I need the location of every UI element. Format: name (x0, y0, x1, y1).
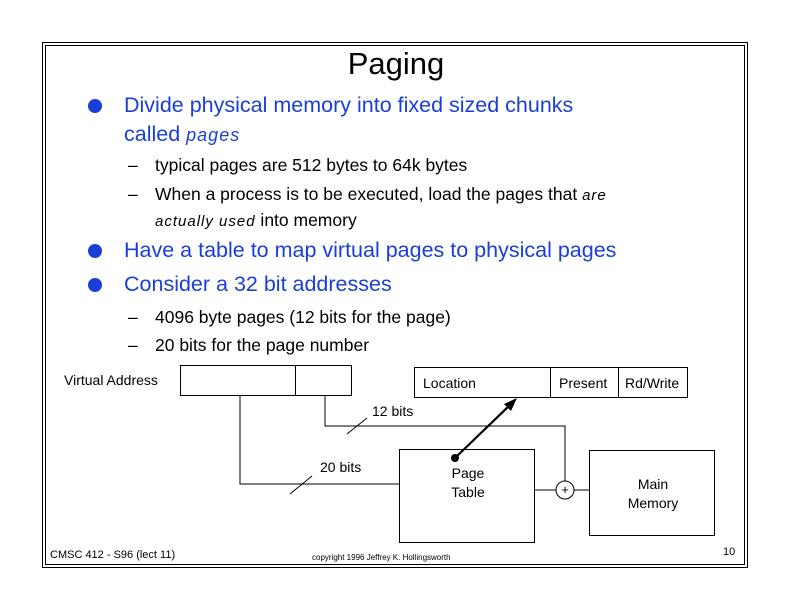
sub-item-text: 20 bits for the page number (155, 335, 370, 355)
sub-item-20-bits: – 20 bits for the page number (128, 333, 728, 357)
dash-marker: – (128, 184, 138, 204)
bullet-dot-icon (88, 278, 102, 292)
bullet-line-2: called (124, 122, 187, 146)
offset-wire (324, 396, 566, 481)
page-table-line-2: Table (451, 484, 485, 500)
bits-20-label: 20 bits (320, 459, 362, 475)
slide-title: Paging (347, 46, 445, 81)
sub-item-text-b: into memory (255, 210, 357, 230)
pte-rdwrite-field: Rd/Write (618, 368, 689, 397)
dash-marker: – (128, 155, 138, 175)
pte-location-field: Location (423, 374, 476, 391)
bullet-page-table: Have a table to map virtual pages to phy… (88, 236, 738, 266)
bullet-text: Divide physical memory into fixed sized … (124, 91, 724, 150)
pte-dot (451, 454, 459, 462)
bullet-text: Consider a 32 bit addresses (124, 272, 392, 296)
slash-12-bits (346, 417, 368, 435)
virtual-address-label: Virtual Address (64, 372, 158, 388)
main-memory-line-1: Main (637, 476, 669, 492)
main-memory-box: Main Memory (589, 450, 715, 536)
dash-marker: – (128, 335, 138, 355)
sub-item-text: When a process is to be executed, load t… (155, 182, 715, 234)
page-table-entry-box: Location Present Rd/Write (414, 367, 688, 398)
slide-outer-frame (42, 42, 748, 568)
sub-item-text: 4096 byte pages (12 bits for the page) (155, 307, 451, 327)
footer-copyright: copyright 1996 Jeffrey K. Hollingsworth (312, 553, 451, 562)
virtual-address-offset-field (295, 366, 352, 395)
virtual-address-box (180, 365, 352, 396)
pte-arrowhead (504, 398, 517, 411)
bullet-text: Have a table to map virtual pages to phy… (124, 238, 617, 262)
bullet-dot-icon (88, 244, 102, 258)
sub-item-emphasis-actually-used: actually used (155, 213, 256, 230)
sub-item-page-sizes: – typical pages are 512 bytes to 64k byt… (128, 153, 728, 177)
page-table-line-1: Page (451, 465, 485, 481)
bits-12-label: 12 bits (372, 403, 414, 419)
sub-item-4096-pages: – 4096 byte pages (12 bits for the page) (128, 305, 728, 329)
page-table-label: Page Table (400, 464, 536, 502)
footer-course: CMSC 412 - S96 (lect 11) (50, 549, 176, 561)
bullet-divide-memory: Divide physical memory into fixed sized … (88, 91, 738, 151)
sub-item-load-pages: – When a process is to be executed, load… (128, 182, 728, 230)
slide-inner-frame (45, 45, 745, 565)
bullet-emphasis-pages: pages (186, 125, 241, 145)
page-number-wire (239, 396, 399, 485)
bullet-32-bit: Consider a 32 bit addresses (88, 270, 738, 300)
adder-plus-sign: + (561, 482, 569, 497)
sub-item-text-a: When a process is to be executed, load t… (155, 184, 583, 204)
page-number: 10 (723, 546, 736, 558)
main-memory-line-2: Memory (627, 495, 679, 511)
dash-marker: – (128, 307, 138, 327)
bullet-line-1: Divide physical memory into fixed sized … (124, 93, 574, 117)
slash-20-bits (289, 475, 313, 495)
bullet-dot-icon (88, 99, 102, 113)
main-memory-label: Main Memory (590, 475, 716, 513)
page-table-box: Page Table (399, 449, 535, 543)
pte-present-field: Present (550, 368, 618, 397)
adder-circle (555, 480, 575, 500)
sub-item-emphasis-are: are (582, 187, 607, 204)
sub-item-text: typical pages are 512 bytes to 64k bytes (155, 155, 468, 175)
